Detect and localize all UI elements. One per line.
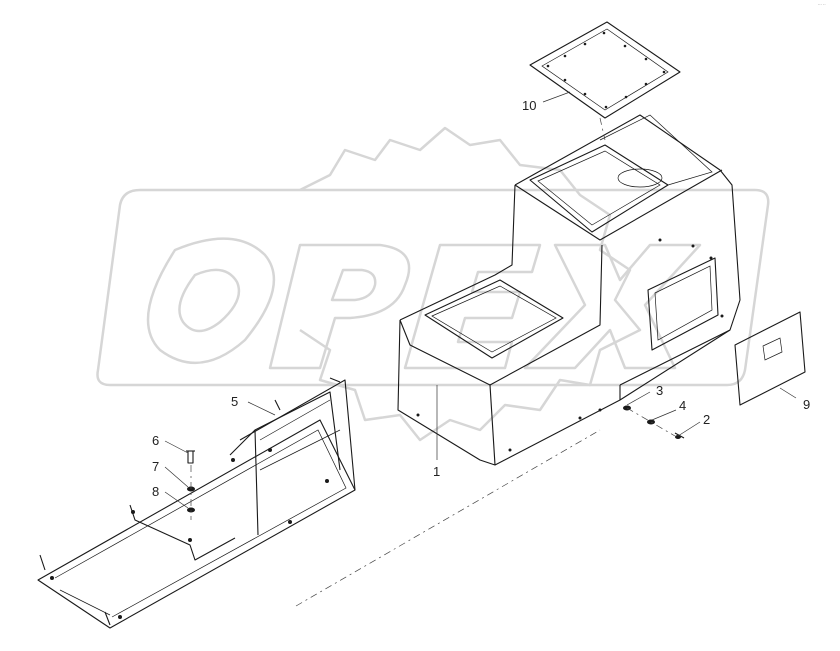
watermark-gear	[299, 126, 642, 442]
callout-1: 1	[433, 464, 440, 479]
corner-mark: ··· ··	[818, 2, 826, 7]
watermark-letter-o	[146, 237, 276, 365]
callout-5: 5	[231, 394, 238, 409]
assembly-lines	[190, 117, 676, 607]
callout-9: 9	[803, 397, 810, 412]
opex-watermark	[96, 126, 770, 442]
callout-3: 3	[656, 383, 663, 398]
callout-8: 8	[152, 484, 159, 499]
callout-6: 6	[152, 433, 159, 448]
callout-4: 4	[679, 398, 686, 413]
part-9-cover-plate	[734, 311, 806, 406]
parts-6-7-8-bolt-washers	[186, 450, 195, 513]
watermark-swoosh	[96, 188, 770, 387]
part-5-mounting-frame	[37, 377, 356, 629]
callout-7: 7	[152, 459, 159, 474]
callout-10: 10	[522, 98, 536, 113]
watermark-letter-p	[268, 243, 411, 370]
part-1-console-housing	[397, 114, 741, 466]
leader-lines	[164, 91, 797, 509]
part-10-gasket	[529, 21, 681, 119]
callout-2: 2	[703, 412, 710, 427]
watermark-letter-x	[523, 243, 702, 370]
watermark-letter-e	[403, 243, 542, 370]
